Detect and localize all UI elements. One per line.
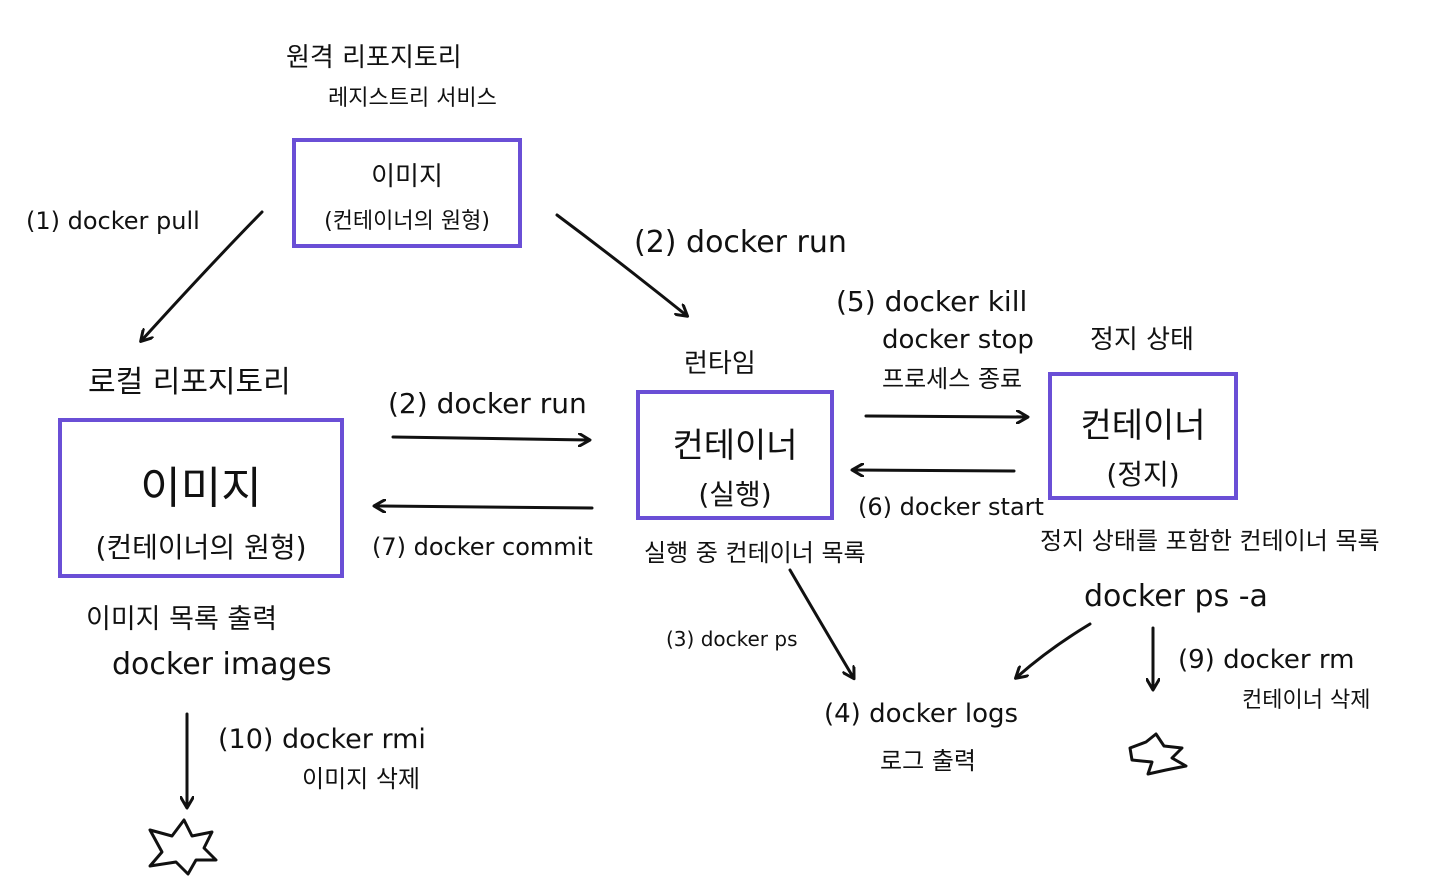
arrow-start <box>854 470 1016 471</box>
local-list-label: 이미지 목록 출력 <box>86 604 278 635</box>
stopped-container-box: 컨테이너 (정지) <box>1048 372 1238 500</box>
rmi-cmd: (10) docker rmi <box>218 724 426 755</box>
stop-cmd: docker stop <box>882 325 1034 355</box>
remote-image-desc: (컨테이너의 원형) <box>324 209 490 234</box>
pull-cmd: (1) docker pull <box>26 207 200 235</box>
local-image-label: 이미지 <box>140 463 262 514</box>
arrow-ps-logs <box>788 568 853 677</box>
rm-desc: 컨테이너 삭제 <box>1242 688 1371 713</box>
local-repo-title: 로컬 리포지토리 <box>88 365 291 400</box>
kill-cmd: (5) docker kill <box>836 285 1028 318</box>
stopped-container-label: 컨테이너 <box>1080 406 1206 446</box>
stopped-title: 정지 상태 <box>1090 325 1194 355</box>
kill-desc: 프로세스 종료 <box>882 365 1023 393</box>
logs-cmd: (4) docker logs <box>824 699 1019 729</box>
runtime-container-box: 컨테이너 (실행) <box>636 390 834 520</box>
rmi-desc: 이미지 삭제 <box>302 765 421 793</box>
logs-desc: 로그 출력 <box>880 747 976 775</box>
arrow-run-local <box>391 437 588 440</box>
arrow-kill-stop <box>864 416 1026 417</box>
arrow-pull <box>142 210 264 340</box>
deleted-splat-container <box>1128 732 1188 776</box>
start-cmd: (6) docker start <box>858 493 1044 521</box>
arrow-commit <box>376 506 594 508</box>
run-local-cmd: (2) docker run <box>388 387 587 420</box>
ps-cmd: (3) docker ps <box>666 627 798 651</box>
local-image-desc: (컨테이너의 원형) <box>95 531 307 564</box>
runtime-list-label: 실행 중 컨테이너 목록 <box>644 539 866 567</box>
runtime-container-desc: (실행) <box>698 478 772 511</box>
arrow-psa-logs <box>1017 622 1092 677</box>
remote-image-box: 이미지 (컨테이너의 원형) <box>292 138 522 248</box>
local-list-cmd: docker images <box>112 647 332 682</box>
remote-image-label: 이미지 <box>371 162 443 192</box>
rm-cmd: (9) docker rm <box>1178 645 1355 675</box>
registry-service-title: 레지스트리 서비스 <box>328 86 497 111</box>
ps-a-cmd: docker ps -a <box>1084 579 1268 614</box>
commit-cmd: (7) docker commit <box>372 533 593 561</box>
stopped-list-label: 정지 상태를 포함한 컨테이너 목록 <box>1040 527 1380 555</box>
run-remote-cmd: (2) docker run <box>634 225 847 260</box>
runtime-container-label: 컨테이너 <box>672 426 798 466</box>
local-image-box: 이미지 (컨테이너의 원형) <box>58 418 344 578</box>
stopped-container-desc: (정지) <box>1106 458 1180 491</box>
arrow-run-remote <box>555 213 686 315</box>
remote-repo-title: 원격 리포지토리 <box>286 43 462 73</box>
runtime-title: 런타임 <box>684 349 756 379</box>
deleted-splat-image <box>148 818 218 876</box>
